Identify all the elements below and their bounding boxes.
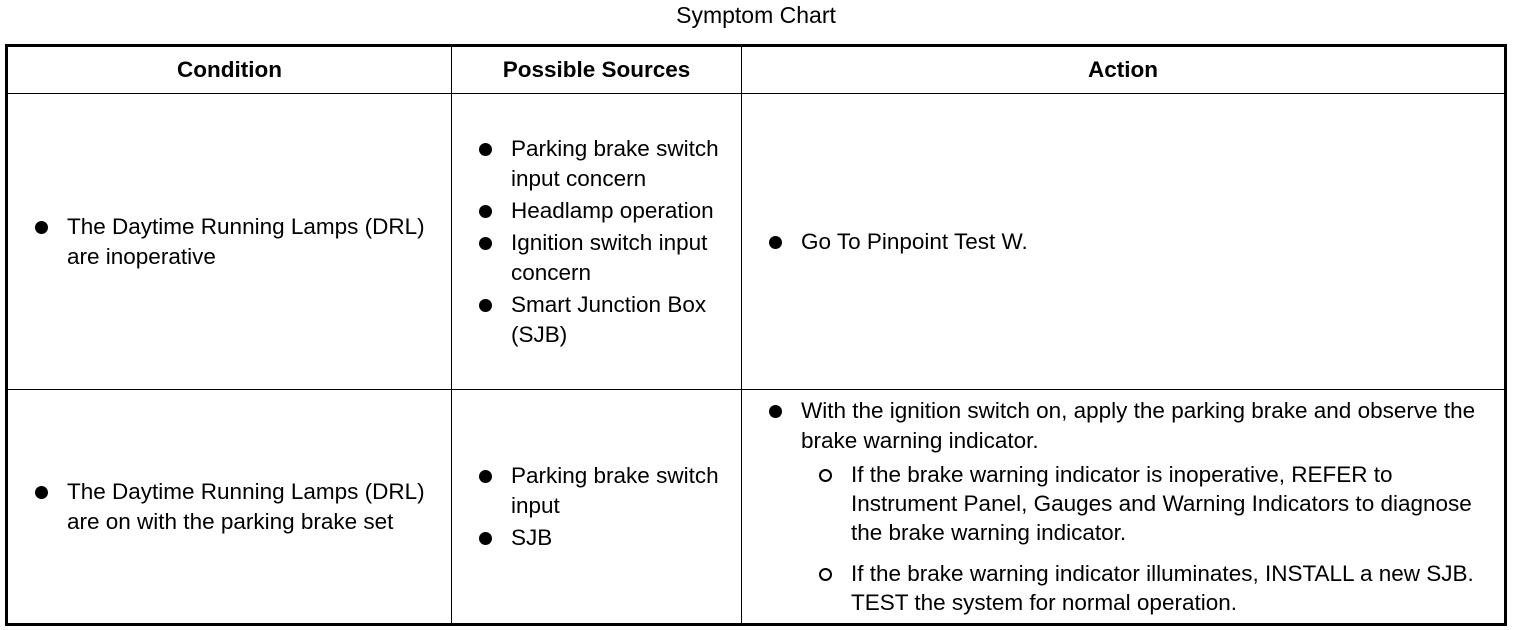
source-item: Parking brake switch input xyxy=(476,461,733,521)
condition-item: The Daytime Running Lamps (DRL) are on w… xyxy=(32,477,443,537)
action-sub-item: If the brake warning indicator is inoper… xyxy=(816,460,1496,547)
header-possible-sources: Possible Sources xyxy=(451,45,742,94)
sources-list: Parking brake switch input concern Headl… xyxy=(476,134,733,350)
condition-item: The Daytime Running Lamps (DRL) are inop… xyxy=(32,212,443,272)
table-caption: Symptom Chart xyxy=(676,2,836,28)
table-row: The Daytime Running Lamps (DRL) are inop… xyxy=(6,93,1506,390)
symptom-chart-table: Condition Possible Sources Action The Da… xyxy=(5,44,1507,626)
action-cell: Go To Pinpoint Test W. xyxy=(741,93,1506,390)
condition-list: The Daytime Running Lamps (DRL) are inop… xyxy=(32,212,443,272)
action-sub-item: If the brake warning indicator illuminat… xyxy=(816,559,1496,617)
action-item: Go To Pinpoint Test W. xyxy=(766,227,1496,257)
sources-cell: Parking brake switch input concern Headl… xyxy=(451,93,742,390)
source-item: Ignition switch input concern xyxy=(476,228,733,288)
action-list: With the ignition switch on, apply the p… xyxy=(766,396,1496,617)
source-item: SJB xyxy=(476,523,733,553)
action-item: With the ignition switch on, apply the p… xyxy=(766,396,1496,617)
condition-cell: The Daytime Running Lamps (DRL) are inop… xyxy=(6,93,452,390)
source-item: Smart Junction Box (SJB) xyxy=(476,290,733,350)
table-header-row: Condition Possible Sources Action xyxy=(6,45,1506,94)
header-condition: Condition xyxy=(6,45,452,94)
condition-cell: The Daytime Running Lamps (DRL) are on w… xyxy=(6,389,452,625)
source-item: Headlamp operation xyxy=(476,196,733,226)
condition-list: The Daytime Running Lamps (DRL) are on w… xyxy=(32,477,443,537)
sources-cell: Parking brake switch input SJB xyxy=(451,389,742,625)
action-cell: With the ignition switch on, apply the p… xyxy=(741,389,1506,625)
sources-list: Parking brake switch input SJB xyxy=(476,461,733,553)
action-sub-list: If the brake warning indicator is inoper… xyxy=(801,460,1496,617)
action-item-text: With the ignition switch on, apply the p… xyxy=(801,398,1476,453)
header-action: Action xyxy=(741,45,1506,94)
action-list: Go To Pinpoint Test W. xyxy=(766,227,1496,257)
source-item: Parking brake switch input concern xyxy=(476,134,733,194)
table-row: The Daytime Running Lamps (DRL) are on w… xyxy=(6,389,1506,625)
